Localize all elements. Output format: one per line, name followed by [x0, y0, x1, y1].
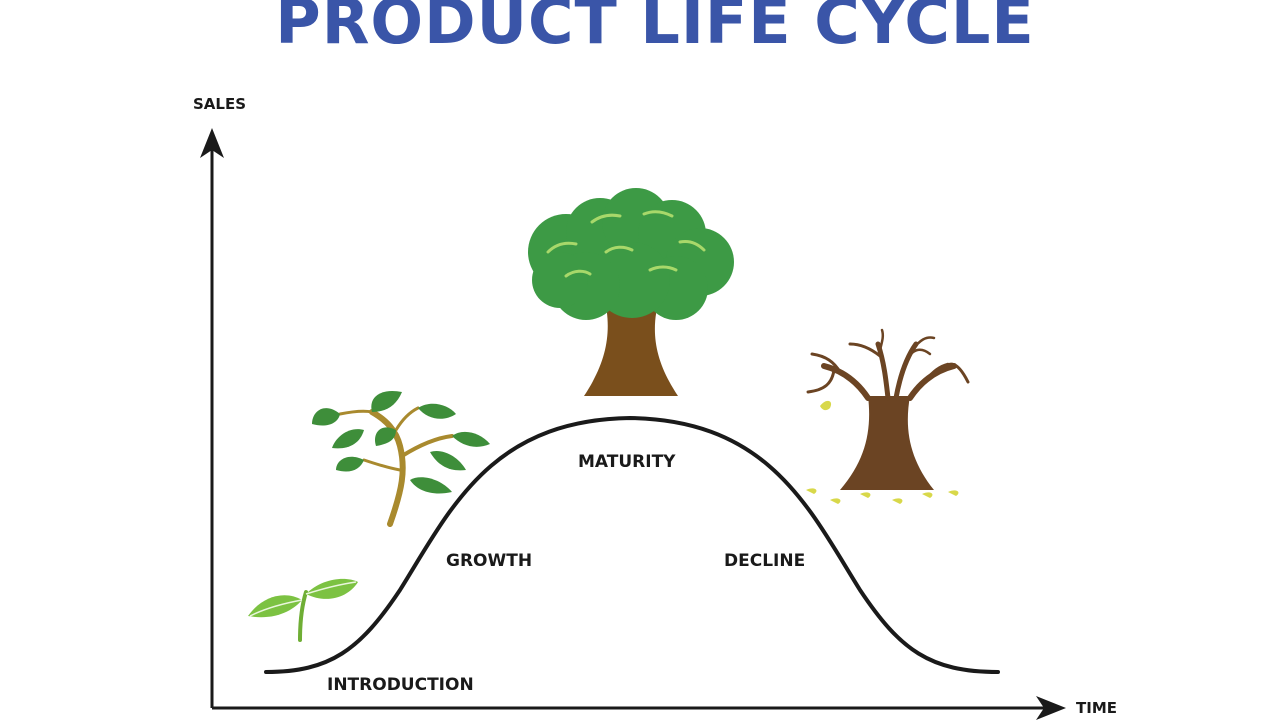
- full-tree-icon: [528, 188, 734, 396]
- stage-label-introduction: INTRODUCTION: [327, 675, 474, 695]
- y-axis-label: SALES: [193, 95, 246, 113]
- bare-tree-icon: [806, 330, 968, 504]
- seedling-icon: [248, 579, 358, 640]
- stage-label-decline: DECLINE: [724, 551, 805, 571]
- x-axis-label: TIME: [1076, 699, 1117, 717]
- x-axis: [212, 696, 1066, 720]
- sapling-branch-icon: [312, 391, 490, 524]
- stage-label-maturity: MATURITY: [578, 452, 676, 472]
- stage-label-growth: GROWTH: [446, 551, 532, 571]
- y-axis: [200, 128, 224, 708]
